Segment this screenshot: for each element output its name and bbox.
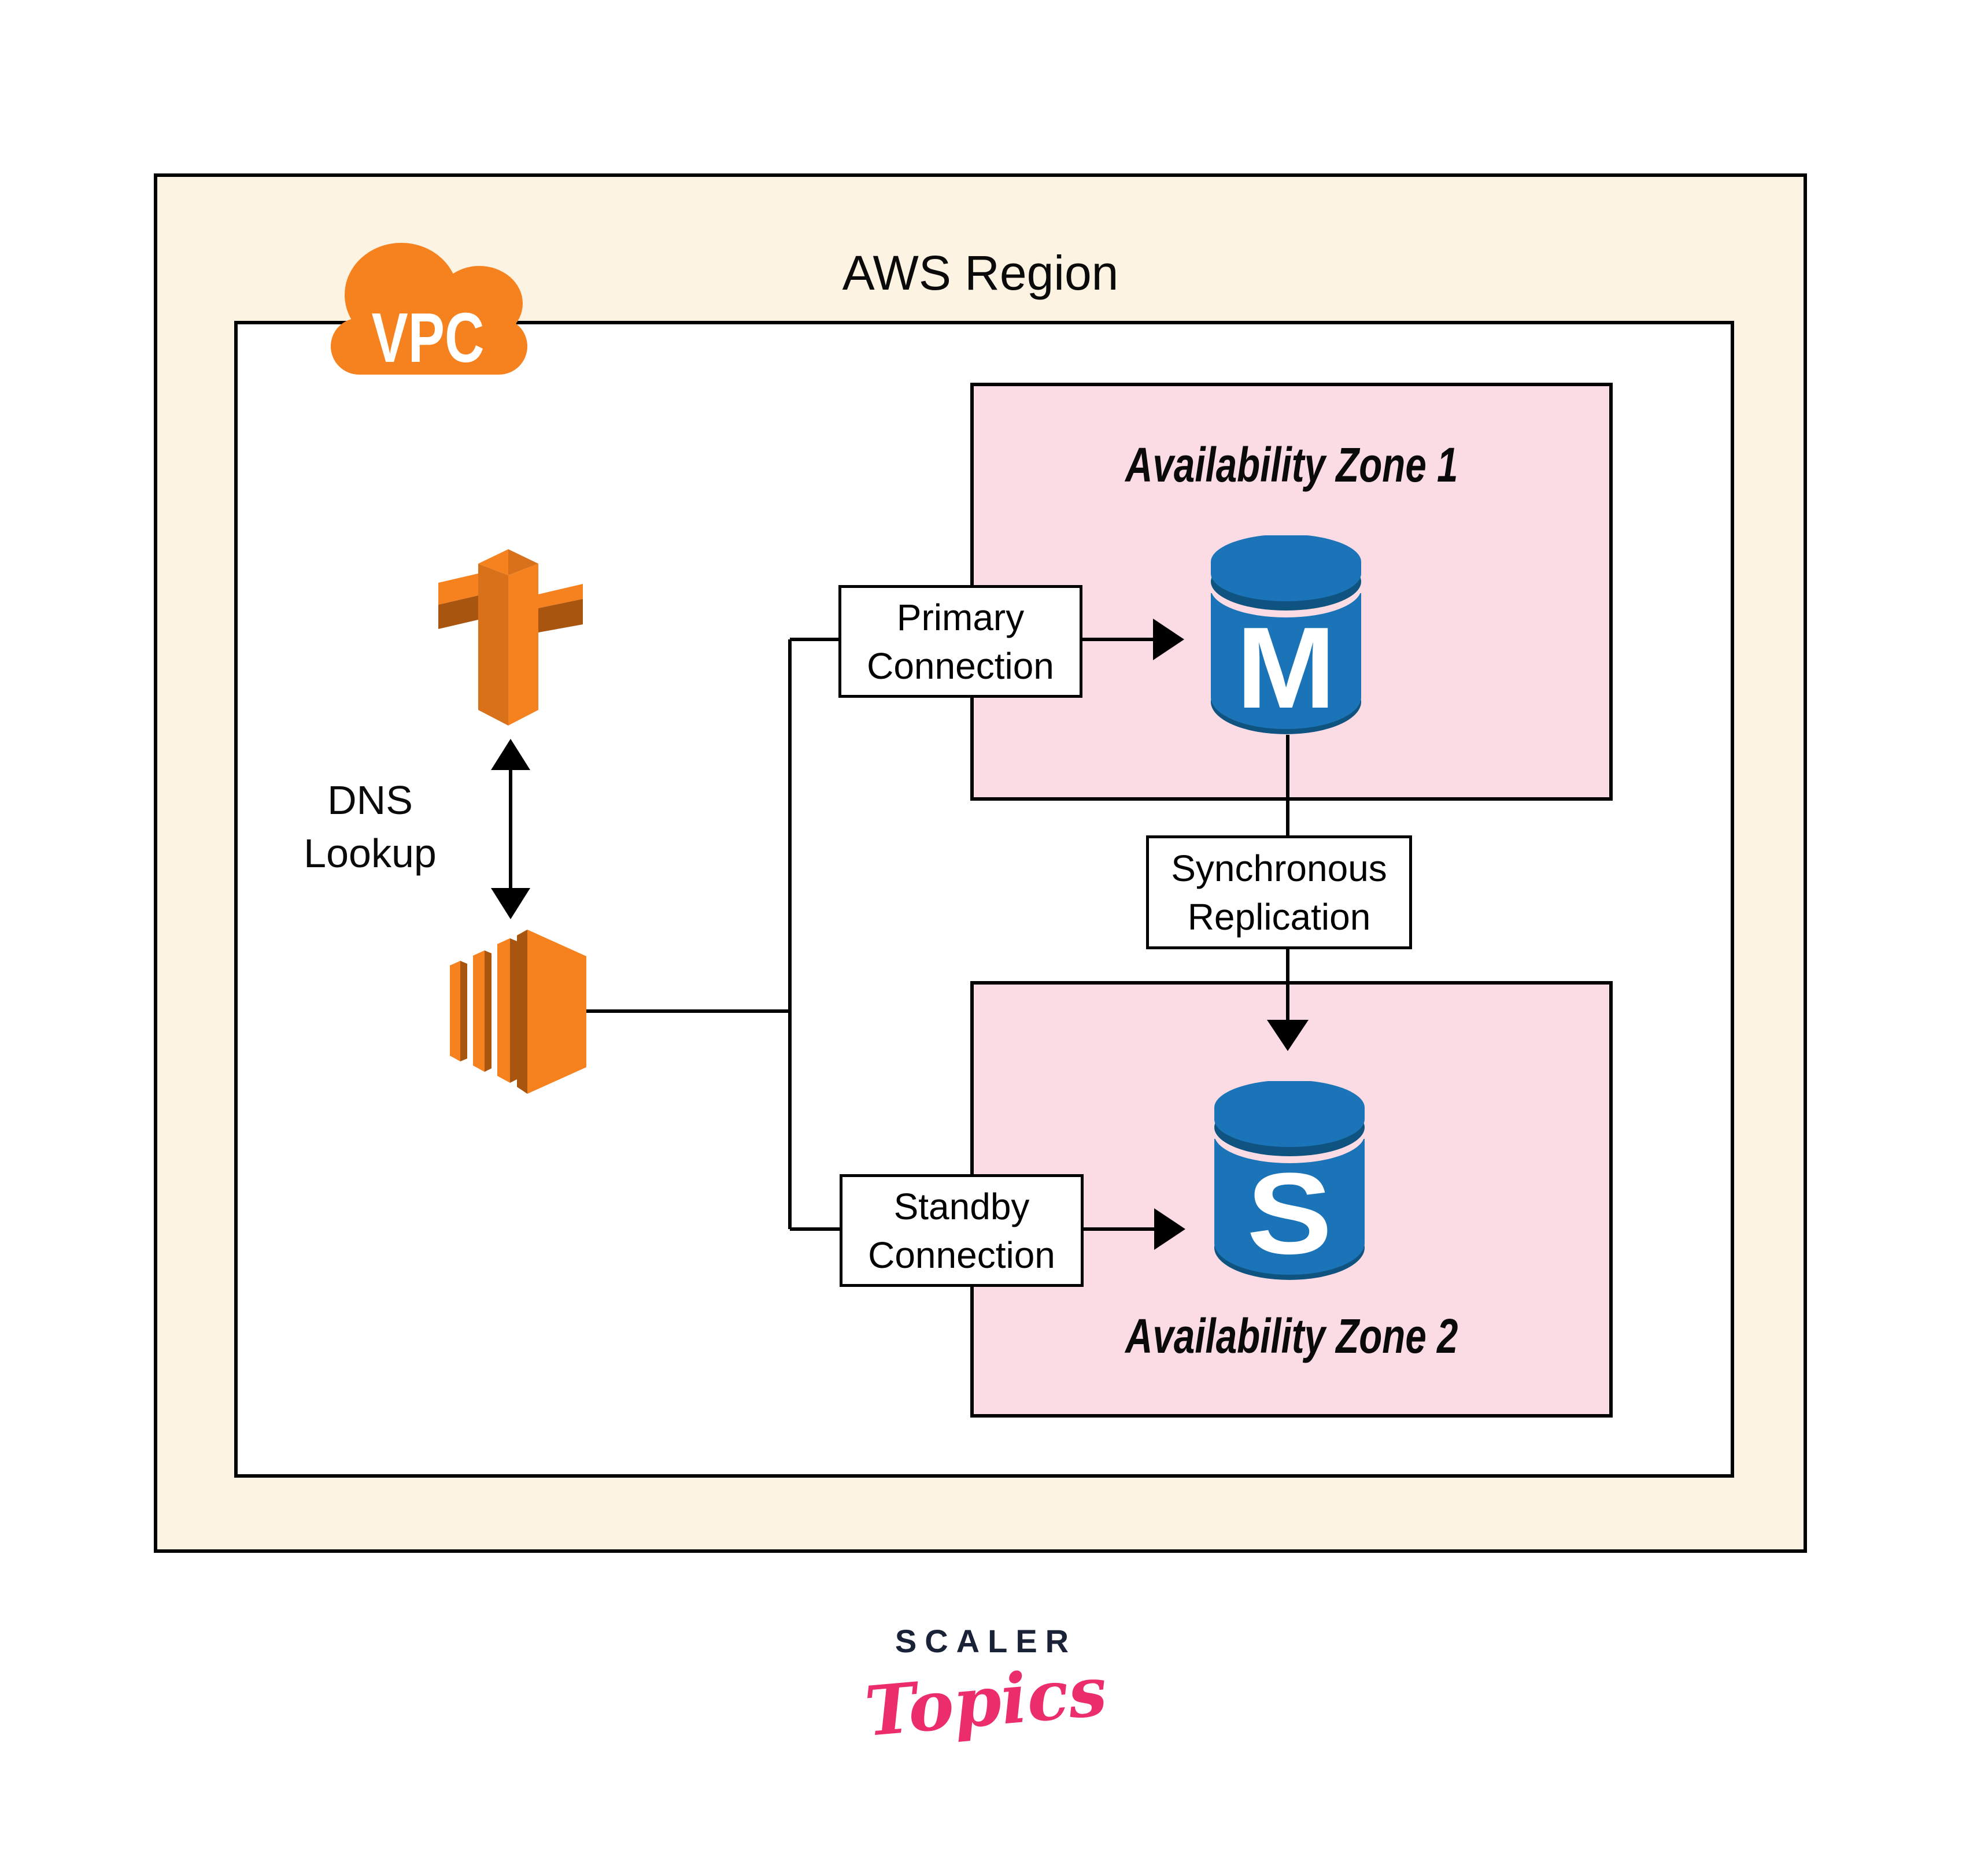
- logo-scaler-text: SCALER: [895, 1623, 1077, 1659]
- synchronous-replication-label-line1: Synchronous: [1171, 847, 1387, 889]
- dns-lookup-label-line2: Lookup: [304, 831, 437, 876]
- route53-icon: [438, 549, 583, 726]
- dns-lookup-label: DNS Lookup: [272, 774, 468, 880]
- vpc-cloud-icon: VPC: [331, 243, 527, 377]
- master-db-cylinder-icon: M: [1211, 535, 1361, 734]
- primary-connection-label-line1: Primary: [896, 596, 1025, 638]
- vpc-label: VPC: [372, 298, 485, 377]
- availability-zone-2-label: Availability Zone 2: [1125, 1309, 1458, 1363]
- availability-zone-1-label: Availability Zone 1: [1125, 438, 1458, 492]
- standby-connection-box: Standby Connection: [840, 1174, 1084, 1287]
- primary-connection-label-line2: Connection: [867, 645, 1054, 687]
- aws-region-label: AWS Region: [842, 246, 1119, 300]
- logo-topics-text: Topics: [862, 1651, 1110, 1752]
- scaler-topics-logo: SCALER Topics: [781, 1622, 1191, 1752]
- load-balancer-icon: [450, 930, 586, 1094]
- standby-db-letter: S: [1247, 1149, 1332, 1278]
- primary-connection-box: Primary Connection: [838, 585, 1082, 698]
- master-db-letter: M: [1236, 604, 1336, 732]
- dns-lookup-label-line1: DNS: [327, 778, 413, 823]
- standby-db-cylinder-icon: S: [1214, 1081, 1365, 1280]
- synchronous-replication-box: Synchronous Replication: [1146, 835, 1412, 949]
- standby-connection-label-line2: Connection: [868, 1234, 1055, 1276]
- standby-connection-label-line1: Standby: [893, 1185, 1030, 1227]
- synchronous-replication-label-line2: Replication: [1187, 896, 1371, 938]
